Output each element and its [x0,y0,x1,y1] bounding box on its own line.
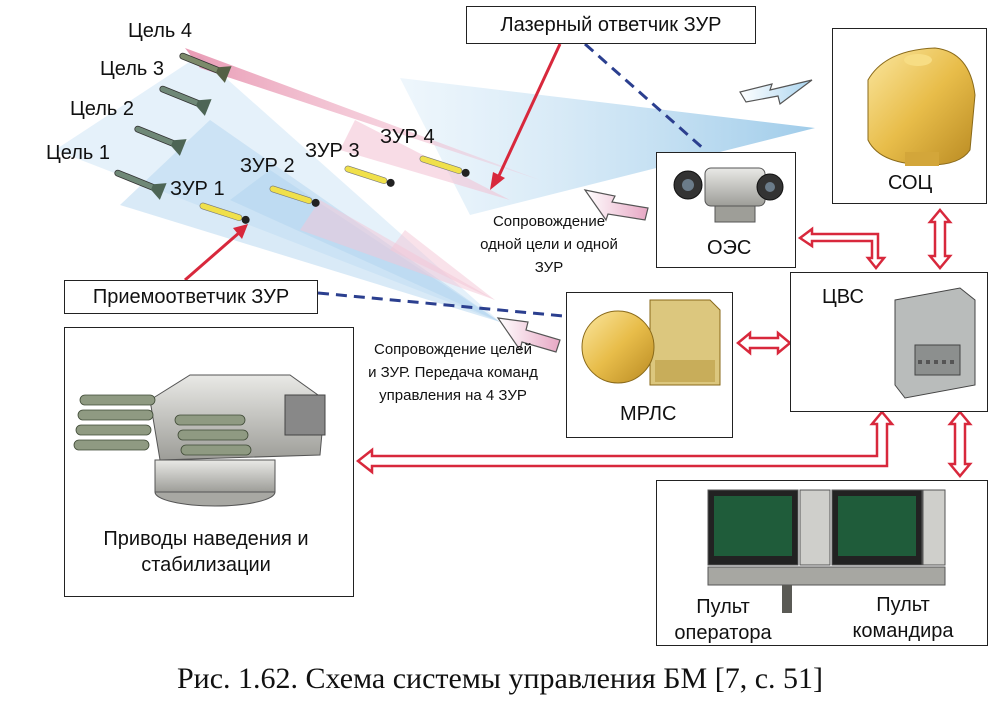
target-2-missile [134,125,187,156]
cvs-panel [790,272,988,412]
sam-1-label: ЗУР 1 [170,178,225,200]
soc-search-beam [400,78,815,215]
oes-beam [185,48,540,180]
drives-label: Приводы наведения и стабилизации [103,528,309,576]
target-4-label: Цель 4 [128,20,193,42]
laser-responder-callout: Лазерный ответчик ЗУР [466,6,756,44]
sam-3-missile [344,165,395,187]
sam-4-missile [419,155,470,177]
transponder-callout-arrow [184,230,241,282]
oes-label: ОЭС [707,237,752,259]
laser-link-dashed [584,42,706,152]
target-3-label: Цель 3 [100,58,165,80]
laser-callout-arrow [495,43,562,181]
target-3-missile [159,85,212,116]
soc-to-beam-arrow [739,79,813,106]
sam-4-label: ЗУР 4 [380,126,435,148]
target-1-label: Цель 1 [46,142,111,164]
mrls-tracking-note: Сопровождение целей и ЗУР. Передача кома… [368,341,538,404]
operator-console-label: Пульт оператора [674,596,772,644]
sam-3-label: ЗУР 3 [305,140,360,162]
oes-to-target-arrow [583,189,649,222]
mrls-to-target-arrow [496,317,561,353]
target-2-label: Цель 2 [70,98,135,120]
cvs-drives-link [355,410,895,475]
soc-label: СОЦ [888,172,933,194]
sam-1-missile [199,202,250,224]
transponder-link-dashed [317,291,586,320]
oes-tracking-note: Сопровождение одной цели и одной ЗУР [480,213,618,276]
pink-haze-2 [390,230,495,300]
sam-2-label: ЗУР 2 [240,155,295,177]
transponder-callout-arrowhead [233,224,248,239]
mrls-cvs-link [736,330,792,356]
soc-cvs-link [927,208,953,270]
mrls-label: МРЛС [620,403,677,425]
cvs-label: ЦВС [822,286,864,308]
target-1-missile [114,169,167,200]
commander-console-label: Пульт командира [852,594,954,642]
figure-caption: Рис. 1.62. Схема системы управления БМ [… [176,662,823,695]
sam-2-missile [269,185,320,207]
oes-cvs-link [797,226,887,271]
laser-callout-arrowhead [490,172,505,190]
target-4-missile [179,52,232,83]
transponder-callout: Приемоответчик ЗУР [64,280,318,314]
cvs-consoles-link [947,410,973,478]
